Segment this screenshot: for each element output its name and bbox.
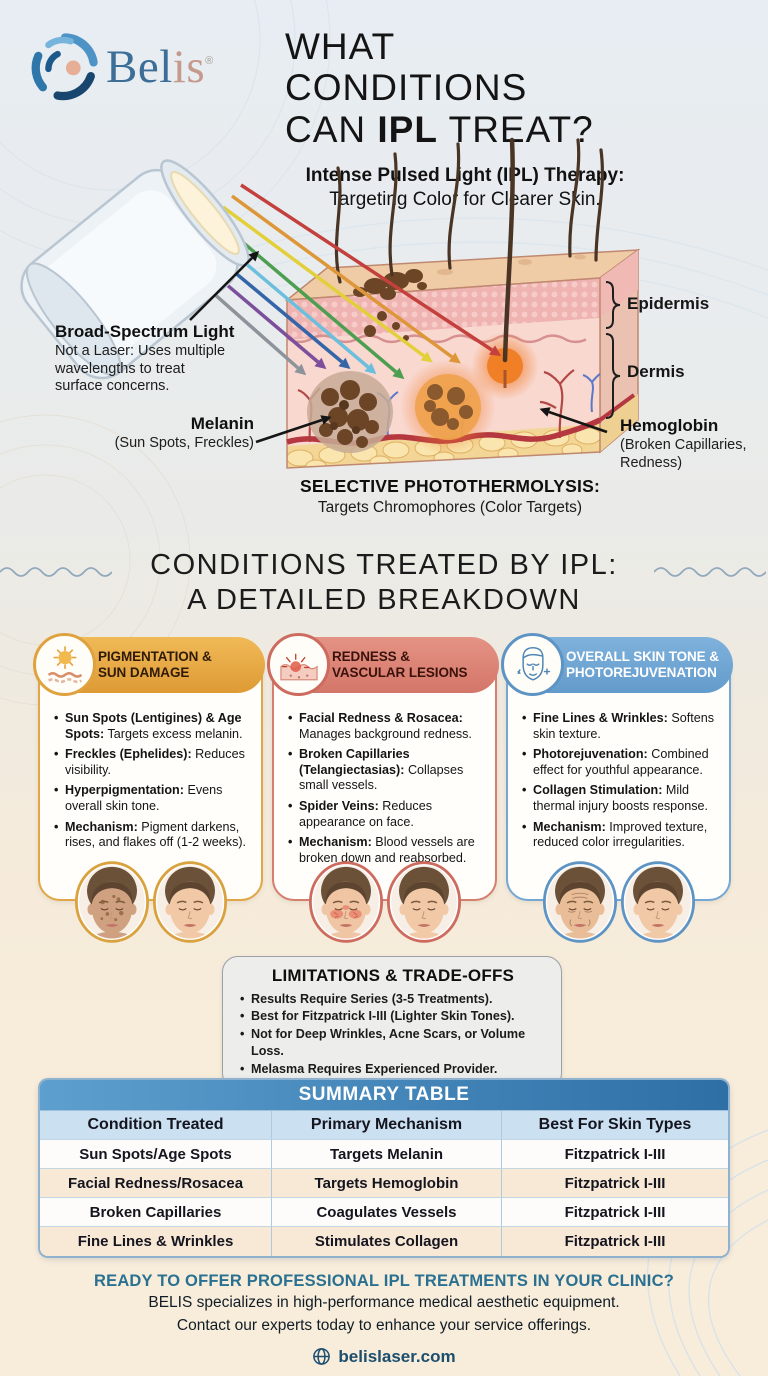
- before-after-faces: [40, 861, 261, 943]
- limitation-item: Results Require Series (3-5 Treatments).: [239, 991, 547, 1009]
- limitations-list: Results Require Series (3-5 Treatments).…: [239, 991, 547, 1078]
- column-header: Primary Mechanism: [272, 1111, 502, 1140]
- before-face: [74, 861, 149, 943]
- after-face: [152, 861, 227, 943]
- melanin-label: Melanin (Sun Spots, Freckles): [114, 414, 254, 452]
- sun-over-skin-icon: [33, 633, 96, 696]
- card-bullet: Mechanism: Improved texture, reduced col…: [522, 820, 717, 851]
- website-link[interactable]: belislaser.com: [312, 1346, 456, 1367]
- section-heading: CONDITIONS TREATED BY IPL: A DETAILED BR…: [150, 549, 618, 617]
- table-cell: Targets Hemoglobin: [272, 1169, 502, 1198]
- hemoglobin-label: Hemoglobin (Broken Capillaries, Redness): [620, 416, 747, 471]
- card-bullet: Freckles (Ephelides): Reduces visibility…: [54, 747, 249, 778]
- card-bullet: Sun Spots (Lentigines) & Age Spots: Targ…: [54, 711, 249, 742]
- footer: READY TO OFFER PROFESSIONAL IPL TREATMEN…: [0, 1272, 768, 1371]
- summary-table-title: SUMMARY TABLE: [38, 1078, 730, 1110]
- footer-line: BELIS specializes in high-performance me…: [148, 1294, 620, 1311]
- website-url: belislaser.com: [338, 1346, 456, 1366]
- limitations-box: LIMITATIONS & TRADE-OFFS Results Require…: [222, 956, 562, 1089]
- before-after-faces: [274, 861, 495, 943]
- card-title: PIGMENTATION &SUN DAMAGE: [98, 649, 212, 680]
- wave-divider-right: [654, 567, 766, 577]
- summary-table: SUMMARY TABLE Condition Treated Primary …: [38, 1078, 730, 1258]
- brand-name: Belis®: [106, 41, 214, 93]
- condition-cards: PIGMENTATION &SUN DAMAGE Sun Spots (Lent…: [33, 633, 733, 943]
- card-bullet: Spider Veins: Reduces appearance on face…: [288, 799, 483, 830]
- table-cell: Fitzpatrick I-III: [502, 1198, 728, 1227]
- card-bullet: Broken Capillaries (Telangiectasias): Co…: [288, 747, 483, 794]
- irritated-skin-icon: [267, 633, 330, 696]
- female-face-icon: [501, 633, 564, 696]
- table-cell: Coagulates Vessels: [272, 1198, 502, 1227]
- photothermolysis-caption: SELECTIVE PHOTOTHERMOLYSIS: Targets Chro…: [299, 476, 601, 516]
- table-cell: Facial Redness/Rosacea: [40, 1169, 272, 1198]
- after-face: [620, 861, 695, 943]
- card-bullet: Photorejuvenation: Combined effect for y…: [522, 747, 717, 778]
- globe-icon: [313, 1348, 331, 1365]
- table-cell: Broken Capillaries: [40, 1198, 272, 1227]
- wave-divider-left: [0, 567, 112, 577]
- dermis-label: Dermis: [627, 362, 685, 381]
- card-bullet: Facial Redness & Rosacea: Manages backgr…: [288, 711, 483, 742]
- table-cell: Fitzpatrick I-III: [502, 1140, 728, 1169]
- column-header: Best For Skin Types: [502, 1111, 728, 1140]
- limitation-item: Not for Deep Wrinkles, Acne Scars, or Vo…: [239, 1026, 547, 1061]
- belis-wave-logo-icon: [31, 33, 98, 101]
- epidermis-label: Epidermis: [627, 294, 710, 313]
- table-cell: Fitzpatrick I-III: [502, 1227, 728, 1256]
- page-subtitle: Intense Pulsed Light (IPL) Therapy: Targ…: [305, 165, 625, 211]
- limitations-title: LIMITATIONS & TRADE-OFFS: [271, 966, 515, 985]
- table-cell: Targets Melanin: [272, 1140, 502, 1169]
- skin-diagram: Broad-Spectrum Light Not a Laser: Uses m…: [0, 110, 768, 545]
- after-face: [386, 861, 461, 943]
- column-header: Condition Treated: [40, 1111, 272, 1140]
- table-cell: Sun Spots/Age Spots: [40, 1140, 272, 1169]
- table-cell: Stimulates Collagen: [272, 1227, 502, 1256]
- card-bullet: Hyperpigmentation: Evens overall skin to…: [54, 783, 249, 814]
- heated-pigment-cluster: [400, 359, 496, 455]
- card-title: REDNESS &VASCULAR LESIONS: [332, 649, 468, 680]
- card-skin-tone: OVERALL SKIN TONE &PHOTOREJUVENATION Fin…: [501, 633, 733, 943]
- card-bullet: Fine Lines & Wrinkles: Softens skin text…: [522, 711, 717, 742]
- before-after-faces: [508, 861, 729, 943]
- summary-table-grid: Condition Treated Primary Mechanism Best…: [38, 1110, 730, 1258]
- table-cell: Fine Lines & Wrinkles: [40, 1227, 272, 1256]
- limitation-item: Best for Fitzpatrick I-III (Lighter Skin…: [239, 1008, 547, 1026]
- card-bullet-list: Fine Lines & Wrinkles: Softens skin text…: [522, 711, 717, 851]
- card-redness: REDNESS &VASCULAR LESIONS Facial Redness…: [267, 633, 499, 943]
- before-face: [308, 861, 383, 943]
- melanin-cluster: [307, 371, 393, 453]
- card-pigmentation: PIGMENTATION &SUN DAMAGE Sun Spots (Lent…: [33, 633, 265, 943]
- footer-heading: READY TO OFFER PROFESSIONAL IPL TREATMEN…: [94, 1272, 674, 1290]
- before-face: [542, 861, 617, 943]
- card-title: OVERALL SKIN TONE &PHOTOREJUVENATION: [566, 649, 719, 680]
- brand-logo: Belis®: [30, 32, 214, 102]
- broad-spectrum-label: Broad-Spectrum Light Not a Laser: Uses m…: [55, 322, 235, 395]
- card-bullet: Collagen Stimulation: Mild thermal injur…: [522, 783, 717, 814]
- card-bullet-list: Sun Spots (Lentigines) & Age Spots: Targ…: [54, 711, 249, 851]
- footer-line: Contact our experts today to enhance you…: [176, 1317, 592, 1335]
- table-cell: Fitzpatrick I-III: [502, 1169, 728, 1198]
- card-bullet: Mechanism: Pigment darkens, rises, and f…: [54, 820, 249, 851]
- card-bullet-list: Facial Redness & Rosacea: Manages backgr…: [288, 711, 483, 866]
- limitation-item: Melasma Requires Experienced Provider.: [239, 1061, 547, 1079]
